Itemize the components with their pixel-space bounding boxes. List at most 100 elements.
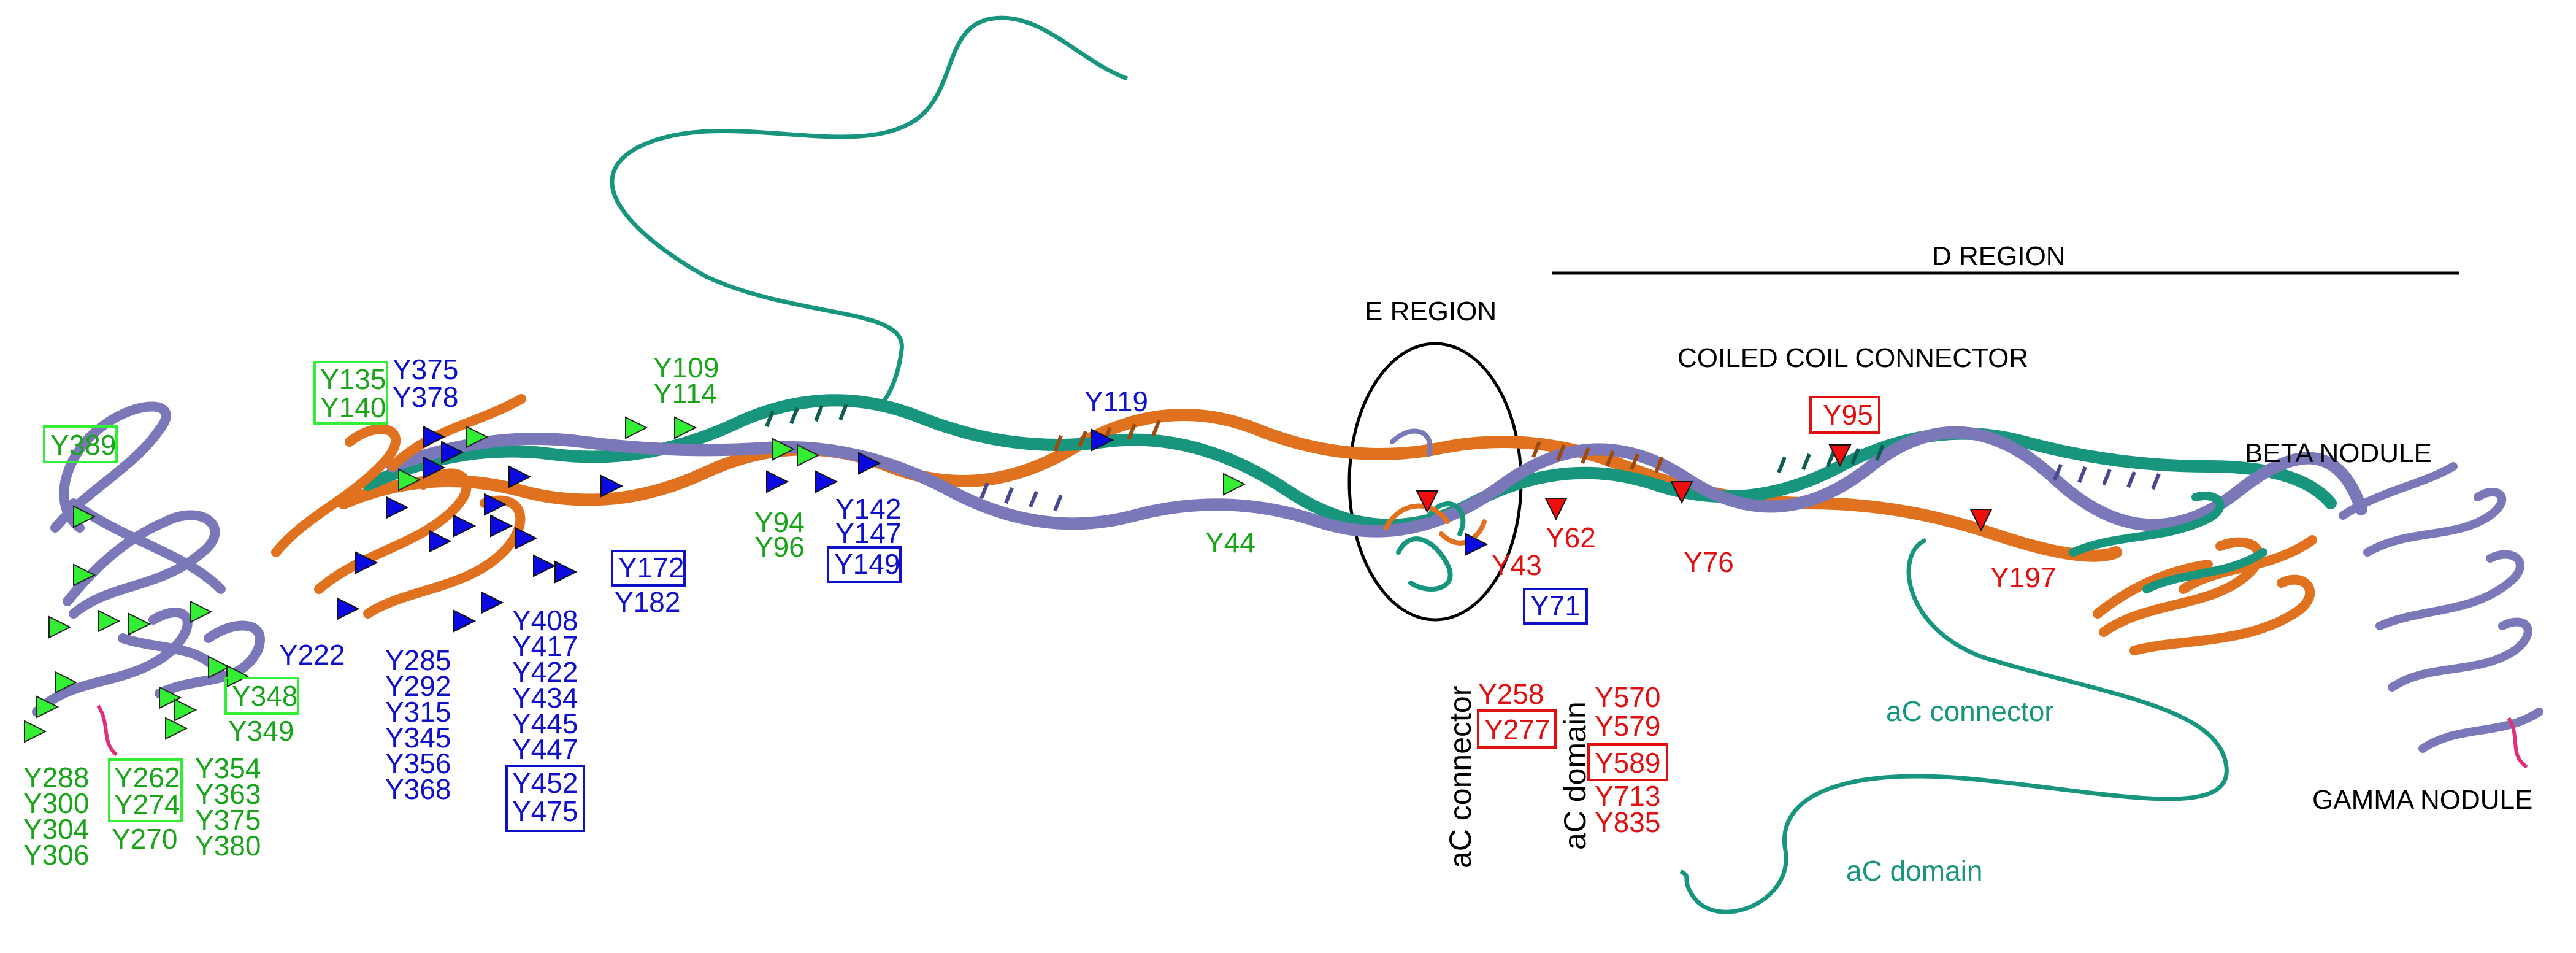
marker [766, 470, 789, 493]
marker [386, 496, 409, 519]
label-box [1523, 588, 1588, 625]
marker [600, 474, 624, 498]
marker [1544, 498, 1568, 521]
marker [1416, 490, 1439, 514]
e-region-label: E REGION [1365, 296, 1497, 326]
label-y285: Y285 [385, 644, 451, 676]
label-y262: Y262 [114, 762, 180, 793]
label-y147: Y147 [835, 517, 901, 549]
label-y375-b: Y375 [393, 353, 458, 385]
gamma-nodule-label: GAMMA NODULE [2312, 785, 2532, 815]
label-y589: Y589 [1595, 747, 1660, 779]
label-y417: Y417 [512, 630, 578, 662]
label-y713: Y713 [1595, 780, 1660, 812]
blue-markers [337, 425, 1489, 633]
red-markers [1416, 444, 1993, 532]
d-region-label: D REGION [1932, 241, 2066, 271]
marker [128, 612, 151, 636]
label-y119: Y119 [1084, 385, 1148, 417]
label-y570: Y570 [1595, 681, 1660, 713]
label-y71: Y71 [1530, 590, 1581, 622]
marker [1969, 509, 1993, 532]
label-box [108, 758, 183, 822]
label-y172: Y172 [618, 552, 684, 584]
marker [73, 563, 96, 587]
marker [24, 720, 47, 743]
label-y44: Y44 [1205, 527, 1255, 558]
marker [1465, 533, 1489, 556]
red-labels: Y43 Y62 Y76 Y95 Y197 Y258 Y277 Y570 Y579… [1477, 396, 2056, 838]
label-y95: Y95 [1823, 399, 1873, 431]
green-markers [24, 416, 1246, 743]
label-y304: Y304 [23, 813, 89, 845]
magenta-loop-left [96, 704, 118, 757]
label-y315: Y315 [385, 696, 451, 728]
label-y835: Y835 [1595, 806, 1660, 838]
label-y378: Y378 [393, 381, 458, 413]
label-y447: Y447 [512, 733, 578, 765]
label-y43: Y43 [1492, 549, 1542, 581]
ac-domain-teal-label: aC domain [1846, 855, 1982, 887]
coiled-coil-teal [362, 394, 2337, 531]
magenta-loop [2507, 717, 2528, 769]
helix-turns [765, 403, 2161, 512]
marker [858, 452, 881, 475]
label-y277: Y277 [1484, 714, 1550, 746]
right-teal-domain [2069, 492, 2267, 593]
label-box [43, 425, 118, 463]
marker [625, 416, 648, 439]
blue-labels: Y375 Y378 Y119 Y142 Y147 Y149 Y172 Y182 … [279, 353, 1588, 832]
label-y222: Y222 [279, 639, 345, 671]
label-box [1477, 709, 1557, 749]
marker [208, 655, 231, 679]
label-box [1587, 743, 1668, 781]
marker [515, 527, 538, 550]
ac-connector-vertical-label: aC connector [1443, 686, 1478, 868]
marker [55, 671, 78, 694]
ac-domain-vertical-label: aC domain [1558, 701, 1592, 850]
label-y452: Y452 [512, 767, 578, 799]
marker [1223, 473, 1246, 496]
marker [508, 465, 532, 488]
label-box [827, 546, 902, 583]
label-y354: Y354 [195, 752, 261, 784]
label-y445: Y445 [512, 708, 578, 739]
label-y300: Y300 [23, 787, 89, 819]
marker [190, 600, 213, 623]
label-y135: Y135 [320, 363, 386, 395]
label-y292: Y292 [385, 670, 451, 702]
marker [815, 470, 838, 493]
right-lavender-domain [2339, 462, 2543, 753]
marker [398, 468, 421, 492]
marker [73, 505, 96, 528]
label-y368: Y368 [385, 773, 451, 805]
label-y182: Y182 [615, 586, 680, 618]
marker [159, 686, 182, 709]
label-y96: Y96 [754, 531, 805, 563]
marker [554, 560, 578, 584]
marker [466, 425, 489, 449]
marker [174, 698, 197, 722]
marker [423, 425, 446, 449]
left-lavender-domain [32, 401, 265, 717]
label-y356: Y356 [385, 747, 451, 779]
label-y197: Y197 [1990, 561, 2056, 593]
coiled-coil-orange [337, 409, 2122, 562]
label-y94: Y94 [754, 506, 805, 538]
marker [797, 444, 820, 467]
label-y140: Y140 [320, 392, 386, 423]
label-y258: Y258 [1478, 678, 1544, 710]
marker [423, 456, 446, 479]
label-y408: Y408 [512, 604, 578, 636]
marker [1091, 428, 1114, 452]
marker [337, 597, 360, 620]
label-y380: Y380 [195, 830, 261, 862]
label-box [224, 677, 299, 715]
marker [481, 591, 504, 614]
label-y306: Y306 [23, 839, 89, 871]
green-labels: Y389 Y135 Y140 Y109 Y114 Y94 Y96 Y44 Y34… [23, 352, 1255, 871]
marker [533, 554, 556, 577]
marker [1670, 481, 1693, 504]
